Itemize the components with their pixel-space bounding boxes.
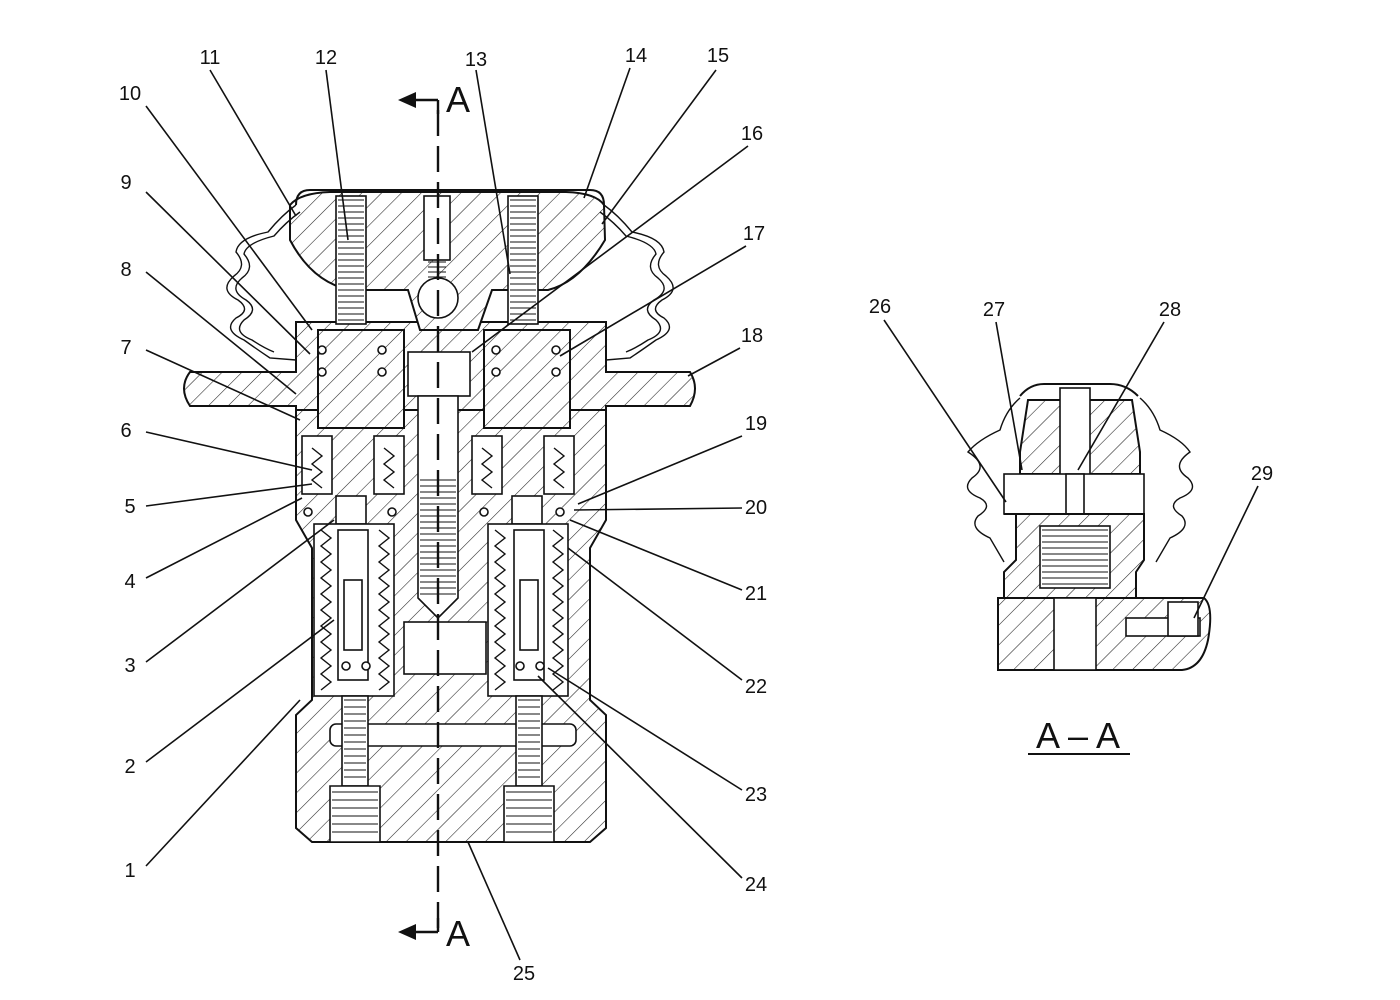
callout-25: 25 <box>513 963 535 985</box>
callout-1: 1 <box>124 860 135 882</box>
callout-11: 11 <box>200 47 221 69</box>
plunger-right <box>483 329 571 429</box>
callout-19: 19 <box>745 413 767 435</box>
callout-26: 26 <box>869 296 891 318</box>
boot-section-view <box>966 397 1021 563</box>
port-fitting-left <box>329 785 381 843</box>
callout-23: 23 <box>745 784 767 806</box>
callout-18: 18 <box>741 325 763 347</box>
section-a-a-view: A – A <box>966 383 1212 756</box>
plunger-left <box>317 329 405 429</box>
section-marker-top: A <box>446 79 470 120</box>
callout-4: 4 <box>124 571 135 593</box>
section-arrow-bottom <box>412 918 440 934</box>
main-section-view: A A <box>183 79 696 954</box>
callout-21: 21 <box>745 583 767 605</box>
callout-2: 2 <box>124 756 135 778</box>
section-marker-bottom: A <box>446 913 470 954</box>
callout-10: 10 <box>119 83 141 105</box>
callout-22: 22 <box>745 676 767 698</box>
leader-lines <box>145 67 1259 961</box>
callout-14: 14 <box>625 45 647 67</box>
callout-15: 15 <box>707 45 729 67</box>
callout-5: 5 <box>124 496 135 518</box>
section-view-title: A – A <box>1036 715 1120 756</box>
callout-24: 24 <box>745 874 767 896</box>
callout-9: 9 <box>120 172 131 194</box>
callout-labels: 1 2 3 4 5 6 7 8 9 10 11 12 13 14 15 16 1… <box>119 45 1273 985</box>
callout-13: 13 <box>465 49 487 71</box>
callout-6: 6 <box>120 420 131 442</box>
callout-12: 12 <box>315 47 337 69</box>
callout-8: 8 <box>120 259 131 281</box>
base-block-section <box>997 597 1212 671</box>
port-fitting-right <box>503 785 555 843</box>
callout-20: 20 <box>745 497 767 519</box>
callout-29: 29 <box>1251 463 1273 485</box>
callout-7: 7 <box>120 337 131 359</box>
tank-passage <box>329 723 577 747</box>
callout-17: 17 <box>743 223 765 245</box>
callout-27: 27 <box>983 299 1005 321</box>
callout-16: 16 <box>741 123 763 145</box>
boot-right <box>603 204 674 361</box>
callout-28: 28 <box>1159 299 1181 321</box>
callout-3: 3 <box>124 655 135 677</box>
section-arrow-top <box>412 98 440 114</box>
boot-left <box>226 204 297 361</box>
